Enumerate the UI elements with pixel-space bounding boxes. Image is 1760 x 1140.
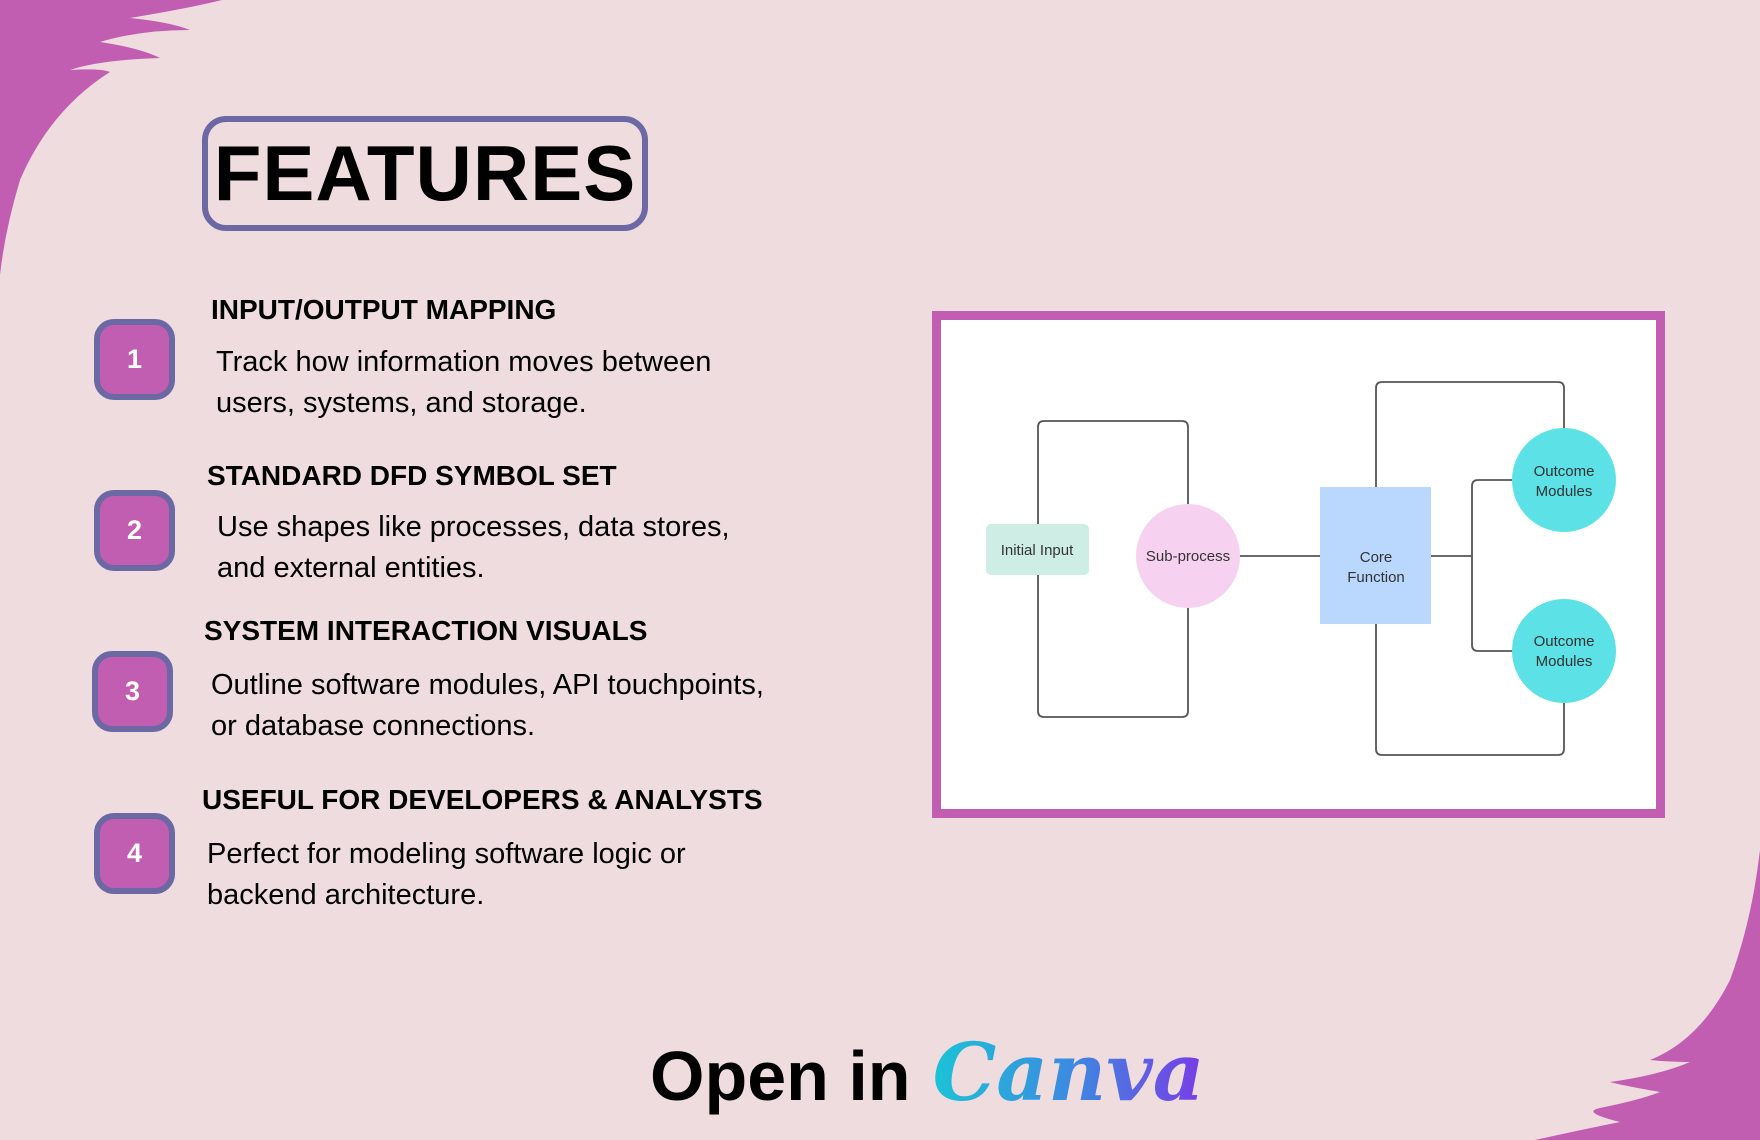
feature-description: Use shapes like processes, data stores, … — [217, 507, 730, 589]
open-in-label: Open in — [650, 1037, 911, 1115]
description-line: Perfect for modeling software logic or — [207, 838, 686, 870]
canva-logo: Canva — [932, 1025, 1205, 1119]
outcome-modules-node — [1512, 428, 1616, 532]
feature-number: 1 — [126, 344, 143, 374]
core-function-label: Core — [1360, 549, 1393, 566]
outcome-label: Modules — [1536, 483, 1593, 500]
feature-number-badge: 2 — [94, 490, 175, 571]
outcome-label: Modules — [1536, 653, 1593, 670]
feature-heading: SYSTEM INTERACTION VISUALS — [204, 615, 648, 646]
feature-description: Track how information moves between user… — [216, 342, 711, 424]
sub-process-label: Sub-process — [1146, 548, 1230, 565]
description-line: Outline software modules, API touchpoint… — [211, 669, 764, 701]
outcome-label: Outcome — [1534, 633, 1595, 650]
connector-line — [1375, 624, 1565, 756]
feature-heading: STANDARD DFD SYMBOL SET — [207, 460, 617, 491]
description-line: backend architecture. — [207, 879, 485, 911]
open-in-canva-link[interactable]: Open in Canva — [650, 1025, 1205, 1119]
description-line: or database connections. — [211, 710, 536, 742]
initial-input-label: Initial Input — [1001, 542, 1074, 559]
connector-line — [1431, 479, 1512, 652]
connector-line — [1037, 575, 1189, 718]
feature-number-badge: 3 — [92, 651, 173, 732]
feature-number-badge: 4 — [94, 813, 175, 894]
outcome-label: Outcome — [1534, 463, 1595, 480]
sub-process-node — [1136, 504, 1240, 608]
core-function-label: Function — [1347, 569, 1405, 586]
description-line: and external entities. — [217, 552, 485, 584]
feature-heading: INPUT/OUTPUT MAPPING — [211, 294, 557, 325]
feature-heading: USEFUL FOR DEVELOPERS & ANALYSTS — [202, 784, 763, 815]
bottom-right-swoosh — [1535, 850, 1760, 1140]
connector-line — [1037, 420, 1189, 524]
page-title: FEATURES — [213, 129, 637, 217]
initial-input-node — [986, 524, 1089, 575]
description-line: Track how information moves between — [216, 346, 712, 378]
connector-line — [1375, 381, 1565, 487]
description-line: users, systems, and storage. — [216, 387, 587, 419]
feature-number: 4 — [126, 838, 143, 868]
feature-number-badge: 1 — [94, 319, 175, 400]
core-function-node — [1320, 487, 1431, 624]
description-line: Use shapes like processes, data stores, — [217, 511, 730, 543]
features-title-box: FEATURES — [202, 116, 648, 231]
top-left-swoosh — [0, 0, 222, 275]
feature-number: 3 — [124, 676, 141, 706]
feature-number: 2 — [126, 515, 143, 545]
feature-description: Perfect for modeling software logic or b… — [207, 834, 686, 916]
feature-description: Outline software modules, API touchpoint… — [211, 665, 764, 747]
outcome-modules-node — [1512, 599, 1616, 703]
